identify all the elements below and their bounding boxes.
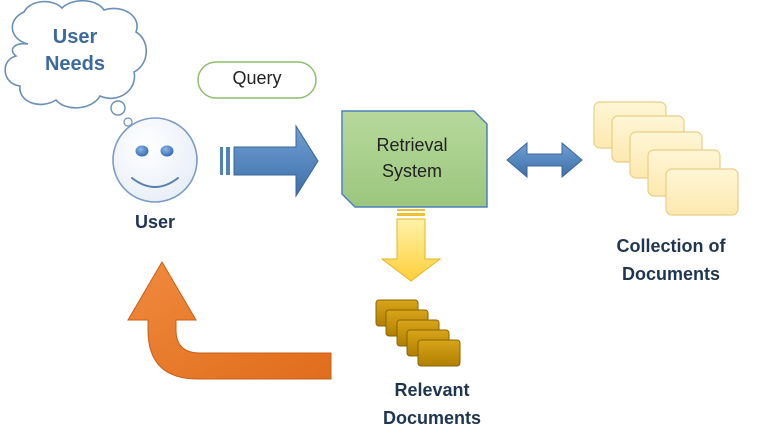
right-eye — [160, 145, 174, 157]
blue-arrow-to-retrieval — [220, 124, 319, 198]
retrieval-line1: Retrieval — [376, 135, 448, 155]
double-arrow — [506, 141, 583, 179]
thought-cloud — [4, 0, 148, 127]
query-pill — [197, 61, 317, 99]
retrieval-system-label: Retrieval System — [342, 132, 482, 184]
thought-dot-small — [123, 117, 133, 127]
collection-line2: Documents — [621, 264, 720, 284]
yellow-down-arrow — [380, 209, 442, 282]
user-label: User — [134, 212, 176, 232]
left-eye — [135, 145, 149, 157]
relevant-line2: Documents — [382, 408, 481, 428]
relevant-documents-label: Relevant Documents — [362, 376, 502, 432]
user-needs-label: User Needs — [10, 24, 140, 78]
user-needs-line2: Needs — [44, 53, 106, 75]
collection-label: Collection of Documents — [596, 232, 746, 288]
orange-return-arrow — [127, 261, 332, 380]
relevant-documents-stack — [375, 299, 461, 367]
relevant-line1: Relevant — [394, 380, 470, 400]
collection-documents-stack — [593, 101, 739, 216]
retrieval-line2: System — [381, 161, 442, 181]
user-face-icon — [112, 117, 198, 203]
collection-line1: Collection of — [616, 236, 726, 256]
smile — [131, 177, 179, 188]
thought-dot-large — [110, 100, 126, 116]
query-label: Query — [232, 68, 282, 88]
user-needs-line1: User — [52, 26, 98, 48]
retrieval-system-box — [341, 110, 488, 208]
